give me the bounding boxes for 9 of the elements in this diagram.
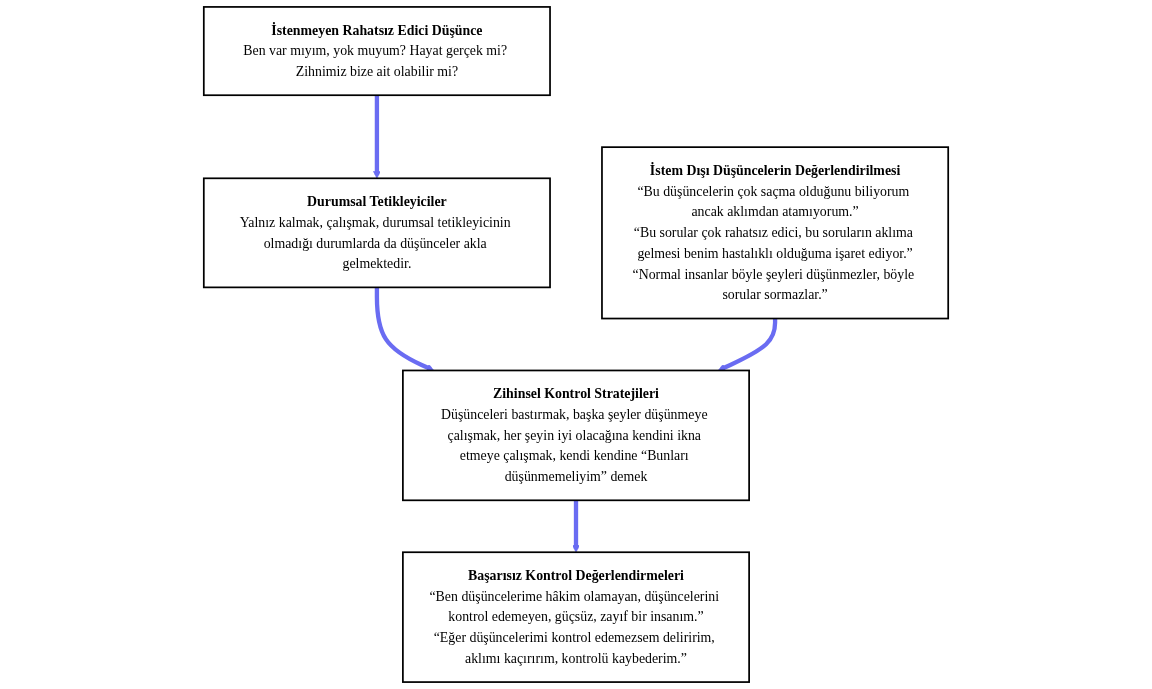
node-box: İstenmeyen Rahatsız Edici Düşünce Ben var mıyım, yok muyum? Hayat gerçek mi? Zihnimiz bize ait olabilir mi?	[202, 6, 551, 97]
node-box: Durumsal Tetikleyiciler Yalnız kalmak, çalışmak, durumsal tetikleyicinin olmadığı durumlarda da düşünceler akla gelmektedir.	[202, 177, 551, 289]
arrow	[717, 318, 778, 372]
arrow	[374, 287, 435, 372]
arrow	[373, 95, 381, 179]
arrow	[572, 500, 580, 553]
node-box: Başarısız Kontrol Değerlendirmeleri “Ben düşüncelerime hâkim olamayan, düşüncelerini kontrol edemeyen, güçsüz, zayıf bir insanım.” “Eğer düşüncelerimi kontrol edemezsem deliririm, aklımı kaçırırım, kontrolü kaybederim.”	[402, 551, 750, 683]
node-box: Zihinsel Kontrol Stratejileri Düşünceleri bastırmak, başka şeyler düşünmeye çalışmak, her şeyin iyi olacağına kendini ikna etmeye çalışmak, kendi kendine “Bunları düşünmemeliyim” demek	[402, 369, 750, 502]
node-box: İstem Dışı Düşüncelerin Değerlendirilmesi “Bu düşüncelerin çok saçma olduğunu biliyorum ancak aklımdan atamıyorum.” “Bu sorular çok rahatsız edici, bu soruların aklıma gelmesi benim hastalıklı olduğuma işaret ediyor.” “Normal insanlar böyle şeyleri düşünmezler, böyle sorular sormazlar.”	[601, 146, 950, 320]
